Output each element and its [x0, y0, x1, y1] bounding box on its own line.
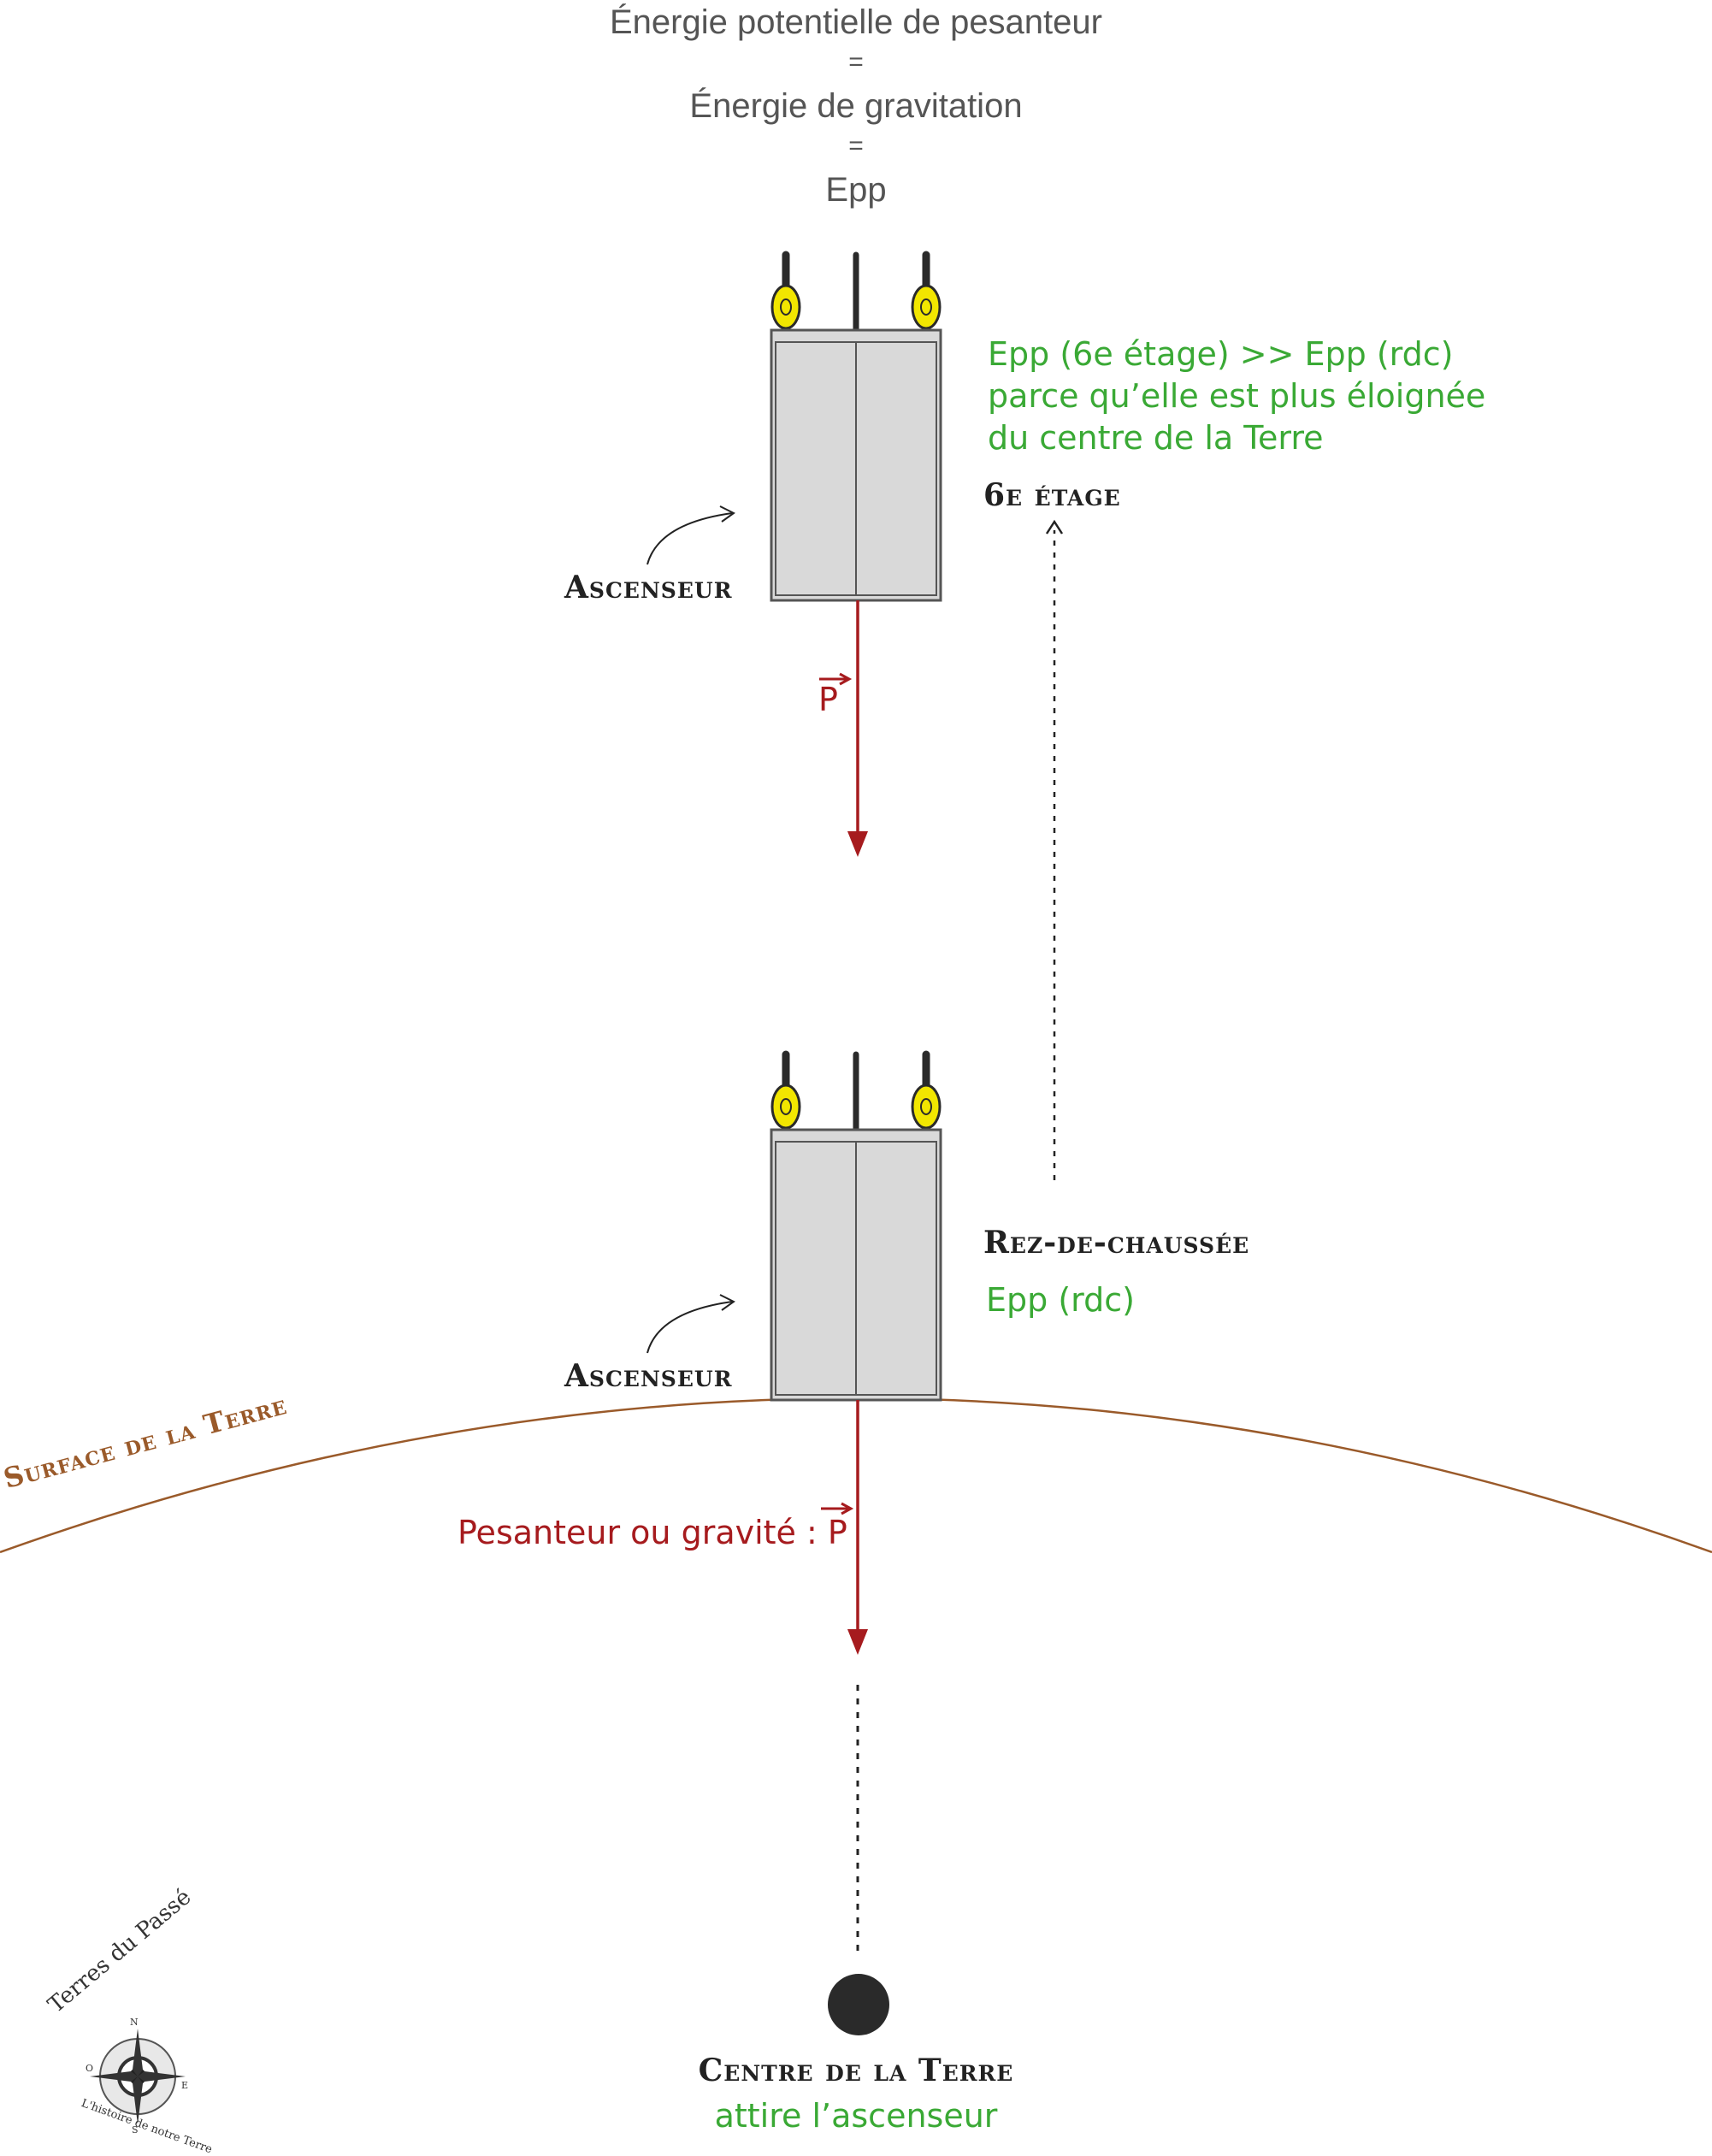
gravity-label: Pesanteur ou gravité : P: [458, 1514, 847, 1551]
weight-vector-bottom-head: [847, 1629, 868, 1655]
pulley-icon: [770, 284, 801, 330]
elevator-label-bottom: Ascenseur: [564, 1358, 733, 1394]
elevator-bottom: [770, 1050, 942, 1402]
elevator-top: [770, 251, 942, 602]
elevator-label-top: Ascenseur: [564, 570, 733, 605]
weight-vector-top-label: P: [818, 681, 838, 718]
floor-label-rez-de-chaussee: Rez-de-chaussée: [983, 1225, 1250, 1261]
logo-compass-n: N: [130, 2017, 139, 2028]
pulley-icon: [911, 1084, 942, 1130]
logo-compass-e: E: [181, 2080, 189, 2091]
earth-center-dot: [828, 1974, 889, 2035]
pointer-arrow-top: [646, 505, 735, 565]
gravity-label-text: Pesanteur ou gravité :: [458, 1514, 828, 1551]
logo-compass-s: S: [132, 2124, 139, 2135]
height-dotted-arrowhead: [1045, 519, 1064, 535]
weight-vector-bottom-label: P: [827, 1514, 847, 1551]
pointer-arrow-bottom: [646, 1294, 735, 1354]
pulley-icon: [911, 284, 942, 330]
comparison-line-1: Epp (6e étage) >> Epp (rdc): [988, 335, 1454, 373]
comparison-line-2: parce qu’elle est plus éloignée: [988, 377, 1486, 415]
pulley-icon: [770, 1084, 801, 1130]
title-line-2: Énergie de gravitation: [689, 87, 1023, 125]
vector-arrow-icon: [819, 672, 853, 686]
center-label: Centre de la Terre: [698, 2053, 1014, 2088]
weight-vector-top-head: [847, 831, 868, 857]
title-line-1: Énergie potentielle de pesanteur: [610, 3, 1102, 41]
title-equals-1: =: [848, 48, 864, 76]
logo-compass-o: O: [86, 2063, 94, 2074]
title-line-3: Epp: [825, 171, 887, 209]
vector-arrow-icon: [821, 1502, 854, 1515]
floor-label-6e-etage: 6e étage: [983, 477, 1121, 513]
logo-compass-icon: [90, 2029, 186, 2124]
comparison-line-3: du centre de la Terre: [988, 419, 1324, 457]
title-equals-2: =: [848, 132, 864, 160]
center-sublabel: attire l’ascenseur: [714, 2097, 998, 2135]
energy-label-rdc: Epp (rdc): [986, 1281, 1135, 1319]
